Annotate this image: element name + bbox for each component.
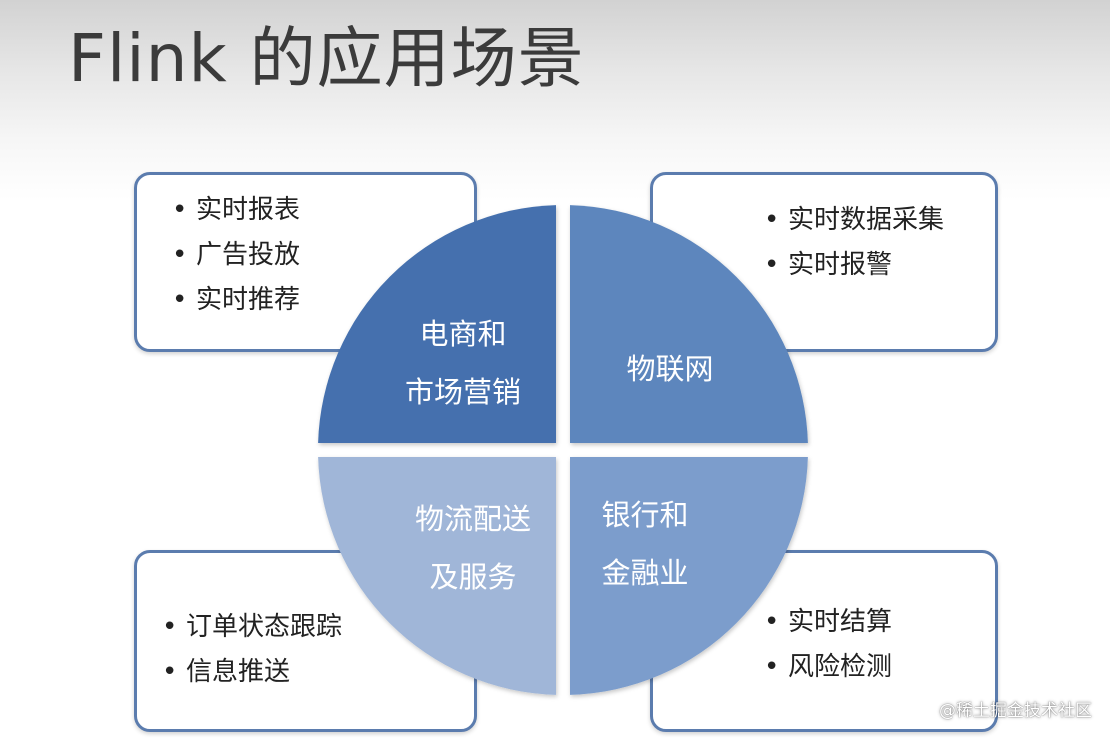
iot-item-list: 实时数据采集 实时报警 xyxy=(764,198,944,288)
quadrant-label-line: 市场营销 xyxy=(404,375,521,409)
quadrant-label-finance: 银行和 金融业 xyxy=(585,486,705,602)
list-item: 实时报警 xyxy=(764,243,944,288)
list-item: 风险检测 xyxy=(764,645,892,690)
logistics-item-list: 订单状态跟踪 信息推送 xyxy=(162,605,342,695)
quadrant-label-line: 及服务 xyxy=(429,560,517,594)
list-item: 实时推荐 xyxy=(172,278,300,323)
quadrant-label-line: 金融业 xyxy=(601,556,689,590)
quadrant-finance xyxy=(570,457,808,695)
list-item: 实时结算 xyxy=(764,600,892,645)
quadrant-logistics xyxy=(318,457,556,695)
quadrant-label-line: 银行和 xyxy=(601,498,689,532)
ecommerce-item-list: 实时报表 广告投放 实时推荐 xyxy=(172,188,300,323)
finance-item-list: 实时结算 风险检测 xyxy=(764,600,892,690)
list-item: 订单状态跟踪 xyxy=(162,605,342,650)
quadrant-label-ecommerce: 电商和 市场营销 xyxy=(388,305,538,421)
quadrant-label-line: 电商和 xyxy=(419,317,507,351)
quadrant-iot xyxy=(570,205,808,443)
list-item: 广告投放 xyxy=(172,233,300,278)
list-item: 实时报表 xyxy=(172,188,300,233)
list-item: 信息推送 xyxy=(162,650,342,695)
quadrant-label-iot: 物联网 xyxy=(600,340,740,398)
quadrant-label-logistics: 物流配送 及服务 xyxy=(393,490,553,606)
quadrant-label-line: 物联网 xyxy=(626,352,714,386)
list-item: 实时数据采集 xyxy=(764,198,944,243)
quadrant-ecommerce xyxy=(318,205,556,443)
page-title: Flink 的应用场景 xyxy=(68,20,585,97)
watermark: @稀土掘金技术社区 xyxy=(939,701,1092,721)
quadrant-label-line: 物流配送 xyxy=(414,502,531,536)
